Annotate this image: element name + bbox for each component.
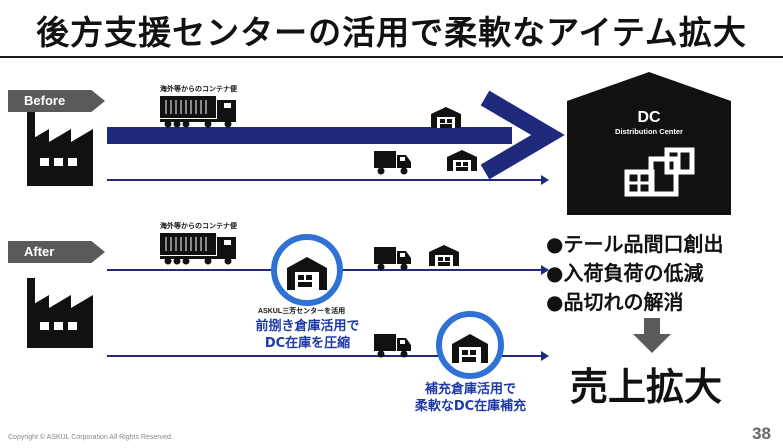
benefit-item-3: ●品切れの解消	[546, 290, 684, 314]
benefit-item-2: ●入荷負荷の低減	[546, 261, 704, 285]
factory-icon-after	[27, 278, 93, 348]
container-truck-icon-after	[160, 233, 236, 265]
after-tag: After	[8, 241, 105, 263]
result-sales-expansion: 売上拡大	[570, 365, 723, 409]
page-number: 38	[752, 424, 771, 443]
before-tag: Before	[8, 90, 105, 112]
benefit-item-1: ●テール品間口創出	[546, 232, 724, 256]
small-truck-icon-after-2	[374, 334, 411, 358]
note-front-line1: 前捌き倉庫活用で	[255, 319, 360, 334]
container-label-before: 海外等からのコンテナ便	[160, 86, 237, 93]
replenishment-warehouse-circle	[436, 311, 504, 379]
warehouse-icon-before-1	[431, 107, 461, 128]
factory-icon-before	[27, 112, 93, 186]
container-truck-icon-before	[160, 96, 236, 128]
note-replenish-warehouse: 補充倉庫活用で 柔軟なDC在庫補充	[398, 381, 543, 415]
small-truck-icon-after-1	[374, 247, 411, 271]
note-front-line2: DC在庫を圧縮	[264, 336, 351, 351]
warehouse-icon-after-1	[429, 245, 459, 266]
container-label-after: 海外等からのコンテナ便	[160, 223, 237, 230]
dc-title: DC	[637, 109, 661, 126]
main-flow-arrow	[107, 90, 565, 180]
slide-title: 後方支援センターの活用で柔軟なアイテム拡大	[36, 13, 747, 52]
askul-center-label: ASKUL三芳センターを活用	[258, 308, 346, 315]
copyright-text: Copyright © ASKUL Corporation All Rights…	[8, 434, 173, 441]
small-truck-icon-before	[374, 151, 411, 175]
dc-subtitle: Distribution Center	[615, 127, 683, 136]
note-front-warehouse: 前捌き倉庫活用で DC在庫を圧縮	[240, 318, 375, 352]
distribution-center-building	[567, 72, 731, 215]
title-divider	[0, 56, 783, 58]
before-thin-arrow	[107, 175, 549, 185]
note-replenish-line1: 補充倉庫活用で	[424, 382, 516, 397]
warehouse-icon-before-2	[447, 150, 477, 171]
note-replenish-line2: 柔軟なDC在庫補充	[414, 399, 527, 414]
askul-warehouse-circle	[271, 234, 343, 306]
down-arrow-icon	[633, 318, 671, 353]
